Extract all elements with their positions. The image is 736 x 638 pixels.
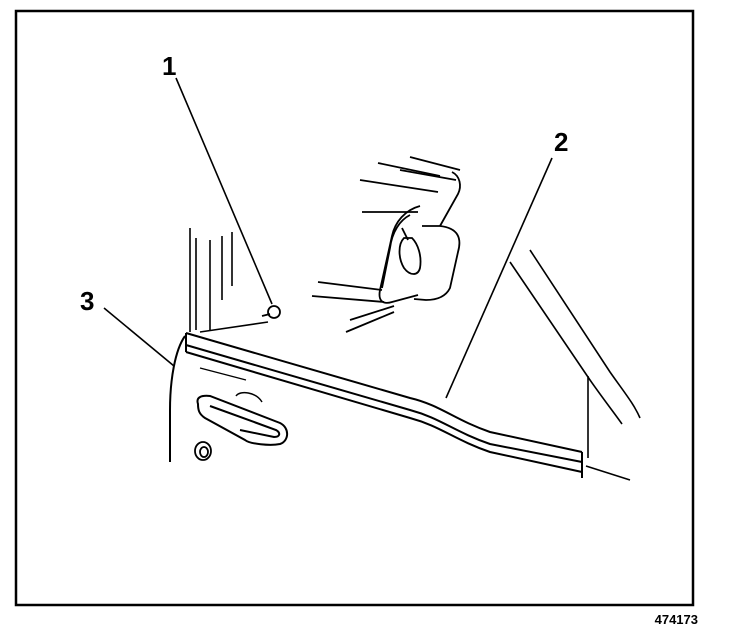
rear-frame-lines <box>509 249 641 481</box>
mirror-assembly <box>311 156 461 333</box>
callout-3: 3 <box>80 286 95 316</box>
leader-1 <box>175 77 273 305</box>
callout-2: 2 <box>554 127 569 157</box>
leader-2 <box>445 157 553 399</box>
figure-id: 474173 <box>654 612 698 627</box>
leader-lines <box>103 77 553 399</box>
belt-molding <box>185 332 583 478</box>
fastener-screw <box>261 305 281 319</box>
figure-frame <box>14 9 695 607</box>
pillar-lines <box>189 228 269 333</box>
leader-3 <box>103 307 175 367</box>
door-outline <box>169 335 186 462</box>
lock-cylinder <box>194 441 212 461</box>
callout-1: 1 <box>162 51 177 81</box>
door-handle <box>196 391 289 446</box>
